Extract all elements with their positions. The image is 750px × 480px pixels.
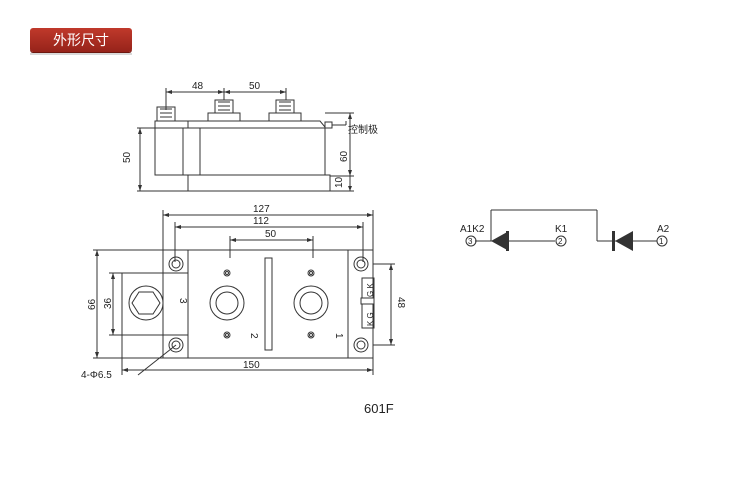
model-number: 601F bbox=[364, 401, 394, 416]
hole-note: 4-Φ6.5 bbox=[81, 370, 112, 381]
dim-150: 150 bbox=[243, 360, 260, 371]
dim-36: 36 bbox=[103, 297, 114, 309]
dim-48-top: 48 bbox=[192, 81, 204, 92]
label-a2: A2 bbox=[657, 224, 670, 235]
dim-50-inner: 50 bbox=[265, 229, 277, 240]
pin-3: 3 bbox=[468, 237, 473, 246]
label-k1: K1 bbox=[555, 224, 568, 235]
title-underline bbox=[30, 53, 132, 55]
dim-48-right: 48 bbox=[395, 297, 406, 309]
dim-50-height: 50 bbox=[122, 151, 133, 163]
dim-10-base: 10 bbox=[334, 176, 345, 188]
dim-66: 66 bbox=[87, 298, 98, 310]
pin-2: 2 bbox=[558, 237, 563, 246]
label-a1k2: A1K2 bbox=[460, 224, 485, 235]
arrowheads bbox=[95, 90, 633, 372]
dim-127: 127 bbox=[253, 204, 270, 215]
pin-1: 1 bbox=[659, 237, 664, 246]
gate-label-bottom: K G bbox=[366, 312, 375, 326]
dim-60-height: 60 bbox=[339, 150, 350, 162]
terminal-2-label: 2 bbox=[248, 333, 259, 339]
top-view bbox=[93, 210, 395, 376]
section-title-badge: 外形尺寸 bbox=[30, 28, 132, 52]
diode-1 bbox=[491, 231, 509, 251]
gate-label-top: G K bbox=[366, 283, 375, 297]
dim-50-top: 50 bbox=[249, 81, 261, 92]
dim-112: 112 bbox=[253, 216, 269, 227]
diode-2 bbox=[615, 231, 633, 251]
side-view bbox=[137, 88, 354, 192]
terminal-3-label: 3 bbox=[177, 298, 188, 304]
control-pole-callout: 控制极 bbox=[348, 123, 378, 136]
terminal-1-label: 1 bbox=[333, 333, 344, 339]
